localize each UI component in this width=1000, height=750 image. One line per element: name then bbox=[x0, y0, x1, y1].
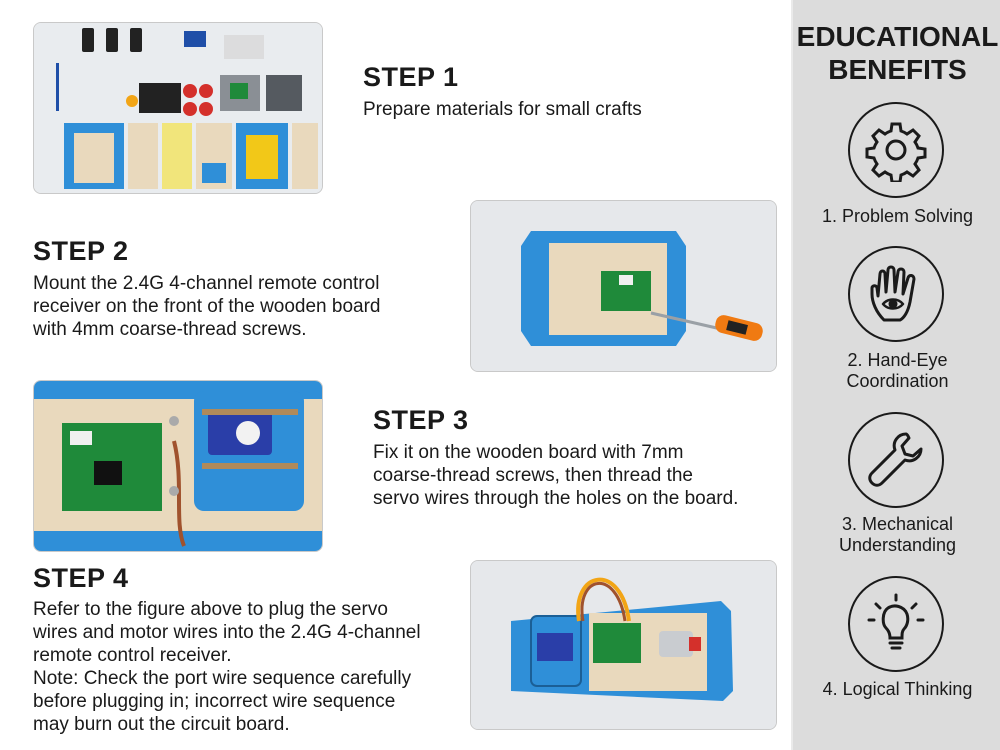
step1-title: STEP 1 bbox=[363, 62, 459, 92]
step3-servo-photo bbox=[33, 380, 323, 552]
step4-title: STEP 4 bbox=[33, 563, 129, 593]
step2-title: STEP 2 bbox=[33, 236, 129, 266]
step2-line: receiver on the front of the wooden boar… bbox=[33, 296, 381, 317]
step2-description: Mount the 2.4G 4-channel remote control … bbox=[33, 272, 381, 341]
step3-title: STEP 3 bbox=[373, 405, 469, 435]
step4-description: Refer to the figure above to plug the se… bbox=[33, 598, 421, 736]
step4-line: Note: Check the port wire sequence caref… bbox=[33, 668, 412, 689]
gear-icon bbox=[848, 102, 944, 198]
step1-line: Prepare materials for small crafts bbox=[363, 99, 642, 120]
step4-wiring-photo bbox=[470, 560, 777, 730]
materials-illustration bbox=[34, 23, 322, 193]
benefit-label: 4. Logical Thinking bbox=[822, 679, 973, 699]
lightbulb-icon bbox=[848, 576, 944, 672]
step3-description: Fix it on the wooden board with 7mm coar… bbox=[373, 441, 738, 510]
step4-line: wires and motor wires into the 2.4G 4-ch… bbox=[33, 622, 421, 643]
step4-line: Refer to the figure above to plug the se… bbox=[33, 599, 388, 620]
mounting-illustration bbox=[471, 201, 776, 371]
benefit-label: 2. Hand-Eye Coordination bbox=[846, 350, 949, 391]
educational-benefits-sidebar: EDUCATIONAL BENEFITS 1. Problem Solving … bbox=[791, 0, 1000, 750]
benefit-label: 1. Problem Solving bbox=[821, 206, 974, 226]
step4-line: before plugging in; incorrect wire seque… bbox=[33, 691, 396, 712]
step1-description: Prepare materials for small crafts bbox=[363, 98, 642, 121]
step4-line: may burn out the circuit board. bbox=[33, 714, 290, 735]
wrench-icon bbox=[848, 412, 944, 508]
step4-line: remote control receiver. bbox=[33, 645, 232, 666]
step1-materials-photo bbox=[33, 22, 323, 194]
benefit-label: 3. Mechanical Understanding bbox=[838, 514, 957, 555]
step3-line: servo wires through the holes on the boa… bbox=[373, 488, 739, 509]
step2-line: Mount the 2.4G 4-channel remote control bbox=[33, 273, 380, 294]
step2-line: with 4mm coarse-thread screws. bbox=[33, 319, 307, 340]
step2-mounting-photo bbox=[470, 200, 777, 372]
servo-illustration bbox=[34, 381, 322, 551]
sidebar-title: EDUCATIONAL BENEFITS bbox=[796, 21, 999, 85]
wiring-illustration bbox=[471, 561, 776, 729]
step3-line: coarse-thread screws, then thread the bbox=[373, 465, 694, 486]
step3-line: Fix it on the wooden board with 7mm bbox=[373, 442, 684, 463]
hand-eye-icon bbox=[848, 246, 944, 342]
